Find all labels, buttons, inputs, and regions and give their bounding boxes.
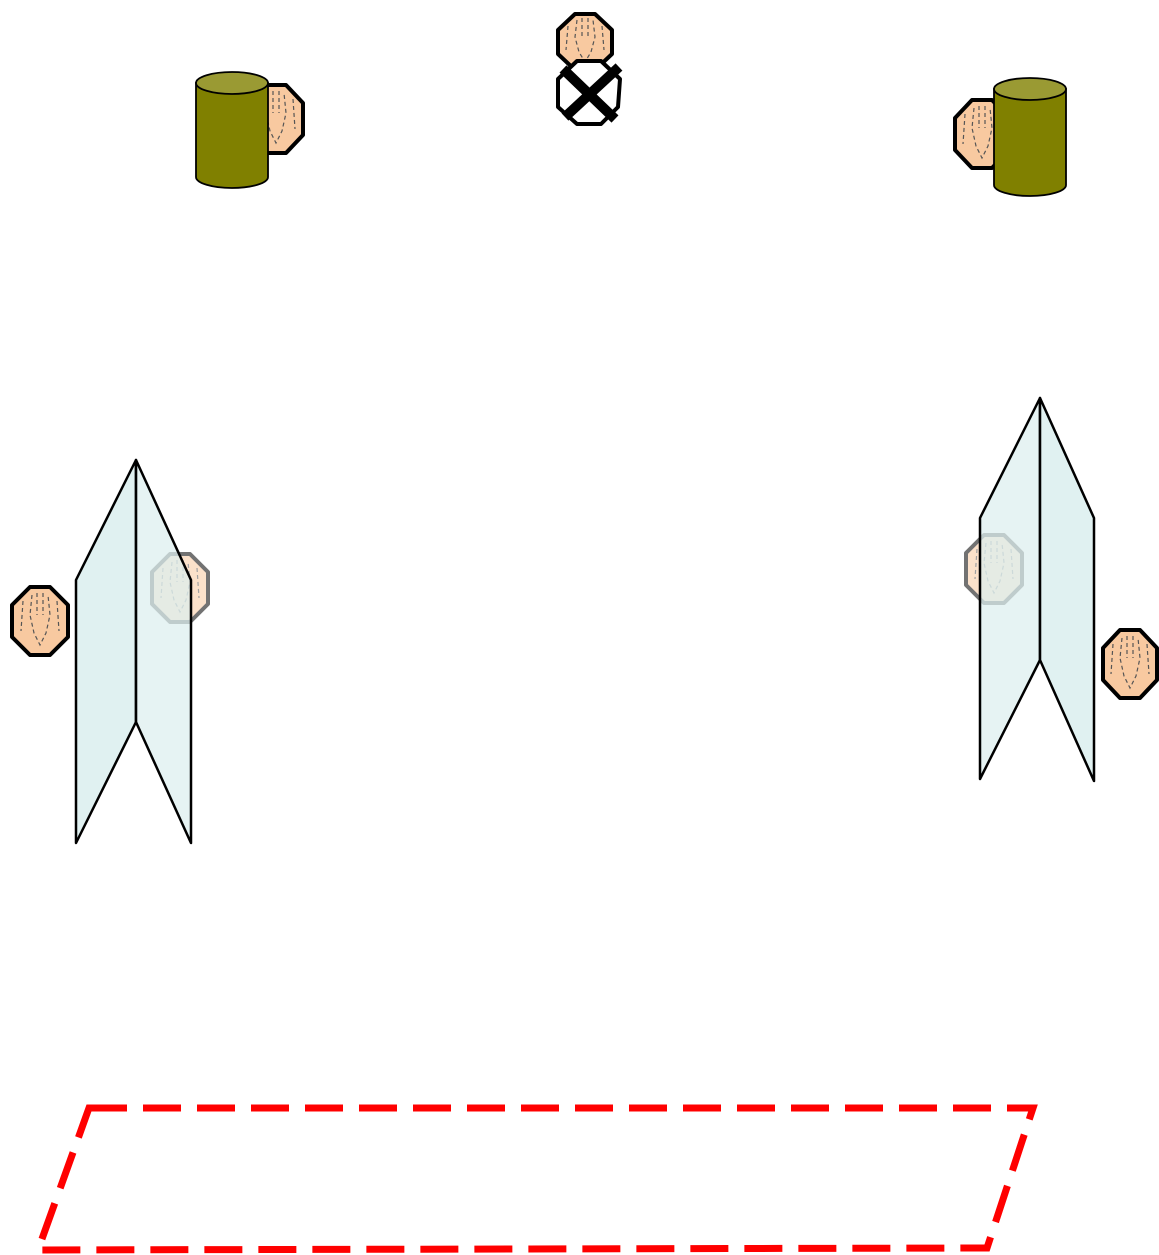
empty-seat-x-marker xyxy=(558,61,620,124)
screen-panel-right xyxy=(136,460,191,843)
barrel-body xyxy=(196,83,268,188)
screen-panel-left xyxy=(76,460,136,843)
folding-screen-right xyxy=(980,398,1094,781)
person-head-right-outside xyxy=(1103,630,1157,698)
red-dashed-zone xyxy=(38,1108,1033,1250)
barrel-top-right xyxy=(994,78,1066,196)
barrel-lid xyxy=(196,72,268,94)
screen-panel-left xyxy=(980,398,1040,779)
barrel-top-left xyxy=(196,72,268,188)
screen-panel-right xyxy=(1040,398,1094,781)
barrel-body xyxy=(994,89,1066,196)
barrel-lid xyxy=(994,78,1066,100)
folding-screen-left xyxy=(76,460,191,843)
person-head-left-outside xyxy=(12,587,68,655)
